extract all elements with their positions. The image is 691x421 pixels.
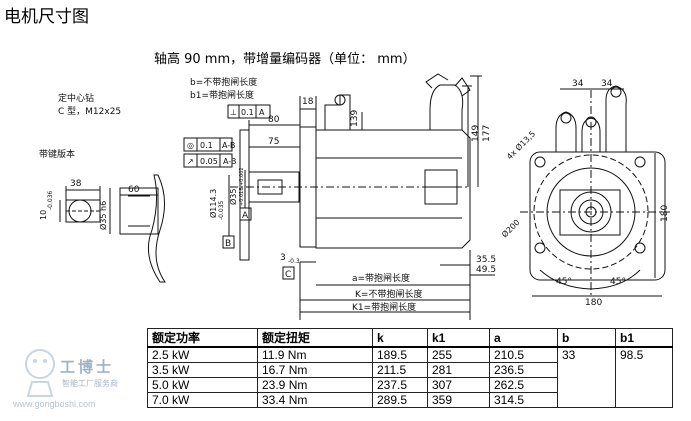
cell-b: 33 bbox=[557, 346, 616, 408]
table-row: 2.5 kW 11.9 Nm 189.5 255 210.5 33 98.5 bbox=[147, 346, 673, 408]
dim-18: 18 bbox=[302, 97, 314, 107]
dim-49-5: 49.5 bbox=[476, 265, 496, 275]
datum-c: C bbox=[285, 270, 291, 280]
dim-4x-hole: 4x Ø13,5 bbox=[504, 129, 537, 162]
watermark-url: www.gongboshi.com bbox=[13, 399, 96, 409]
motor-housing bbox=[315, 129, 471, 249]
cell-k: 237.5 bbox=[372, 377, 428, 393]
header-b: b bbox=[557, 328, 616, 348]
watermark-name: 工博士 bbox=[60, 358, 115, 376]
header-k: k bbox=[372, 328, 428, 348]
watermark-slogan: 智能工厂服务商 bbox=[62, 379, 118, 388]
cell-k: 189.5 bbox=[372, 346, 428, 363]
cell-k1: 281 bbox=[427, 362, 490, 378]
dim-114-tol: -0.035 bbox=[218, 200, 225, 220]
dim-180-horizontal: 180 bbox=[585, 298, 602, 308]
angle-45-left: 45° bbox=[556, 277, 572, 287]
motor-dimension-drawing: 定中心钻 C 型，M12x25 带键版本 b=不带抱闸长度 b1=带抱闸长度 a… bbox=[39, 73, 670, 320]
cell-power: 5.0 kW bbox=[147, 377, 258, 393]
cell-torque: 11.9 Nm bbox=[257, 346, 373, 363]
motor-spec-table: 额定功率 额定扭矩 k k1 a b b1 2.5 kW 11.9 Nm 189… bbox=[147, 328, 673, 408]
dim-180-vertical: 180 bbox=[660, 205, 670, 222]
dim-114: Ø114.3 bbox=[208, 189, 218, 218]
dim-139: 139 bbox=[350, 110, 360, 127]
cell-torque: 16.7 Nm bbox=[257, 362, 373, 378]
header-rated-power: 额定功率 bbox=[147, 328, 258, 348]
page-title: 电机尺寸图 bbox=[4, 7, 89, 27]
angle-45-right: 45° bbox=[610, 277, 626, 287]
flange-edge bbox=[147, 174, 166, 283]
dim-10-tol: -0.036 bbox=[47, 190, 54, 210]
a-brake-label: a=带抱闸长度 bbox=[352, 272, 410, 284]
datum-a: A bbox=[242, 211, 249, 221]
datum-b: B bbox=[225, 239, 231, 249]
table-row: 3.5 kW 16.7 Nm 211.5 281 236.5 bbox=[147, 362, 673, 378]
datum-c-box bbox=[282, 266, 295, 280]
dim-35h6: Ø35 h6 bbox=[98, 201, 108, 230]
dim-38: 38 bbox=[70, 179, 82, 189]
dim-75: 75 bbox=[268, 137, 279, 147]
b1-brake-label: b1=带抱闸长度 bbox=[190, 89, 254, 101]
header-a: a bbox=[489, 328, 558, 348]
table-row: 7.0 kW 33.4 Nm 289.5 359 314.5 bbox=[147, 392, 673, 408]
cell-torque: 23.9 Nm bbox=[257, 377, 373, 393]
header-k1: k1 bbox=[427, 328, 490, 348]
tol-datum-a-top: A bbox=[259, 108, 265, 117]
dim-80: 80 bbox=[268, 115, 280, 125]
table-header-row: 额定功率 额定扭矩 k k1 a b b1 bbox=[147, 328, 673, 348]
dim-34a: 34 bbox=[572, 79, 584, 89]
k-no-brake-label: K=不带抱闸长度 bbox=[355, 288, 422, 300]
dim-35-5: 35.5 bbox=[476, 255, 496, 265]
cell-a: 262.5 bbox=[489, 377, 558, 393]
key-shaft-section bbox=[65, 199, 101, 223]
cell-k1: 255 bbox=[427, 346, 490, 363]
dim-200: Ø200 bbox=[499, 217, 521, 239]
k1-brake-label: K1=带抱闸长度 bbox=[352, 301, 416, 313]
dim-60: 60 bbox=[128, 185, 140, 195]
dim-34b: 34 bbox=[601, 79, 613, 89]
tol-0-1-flange: 0.1 bbox=[200, 141, 213, 150]
cell-a: 210.5 bbox=[489, 346, 558, 363]
table-row: 5.0 kW 23.9 Nm 237.5 307 262.5 bbox=[147, 377, 673, 393]
cell-k: 211.5 bbox=[372, 362, 428, 378]
concentricity-icon: ◎ bbox=[187, 141, 194, 150]
cell-k1: 359 bbox=[427, 392, 490, 408]
cell-torque: 33.4 Nm bbox=[257, 392, 373, 408]
runout-icon: ↗ bbox=[187, 157, 194, 166]
b-no-brake-label: b=不带抱闸长度 bbox=[190, 76, 257, 88]
cell-k1: 307 bbox=[427, 377, 490, 393]
center-hole-label: 定中心钻 bbox=[58, 92, 94, 104]
cell-power: 2.5 kW bbox=[147, 346, 258, 363]
tol-datum-b: A-B bbox=[223, 157, 236, 166]
center-hole-type-label: C 型，M12x25 bbox=[58, 106, 121, 117]
cell-power: 7.0 kW bbox=[147, 392, 258, 408]
tol-0-05: 0.05 bbox=[200, 157, 218, 166]
key-type-label: 带键版本 bbox=[39, 148, 75, 160]
perpendicularity-icon: ⊥ bbox=[230, 108, 237, 117]
cell-k: 289.5 bbox=[372, 392, 428, 408]
cell-a: 236.5 bbox=[489, 362, 558, 378]
cell-b1: 98.5 bbox=[615, 346, 673, 408]
tol-0-1-top: 0.1 bbox=[241, 108, 254, 117]
watermark-logo-icon bbox=[25, 349, 55, 397]
header-rated-torque: 额定扭矩 bbox=[257, 328, 373, 348]
dim-35k-tol: +0.018 +0.002 bbox=[239, 167, 245, 206]
dim-177: 177 bbox=[482, 125, 492, 142]
dim-3-tol: -0.3 bbox=[288, 258, 300, 265]
header-b1: b1 bbox=[615, 328, 673, 348]
drawing-subtitle: 轴高 90 mm，带增量编码器（单位： mm） bbox=[154, 52, 416, 67]
dim-149: 149 bbox=[471, 125, 481, 142]
dim-10: 10 bbox=[39, 210, 48, 220]
dim-35k: Ø35 bbox=[228, 189, 238, 205]
tol-datum-ab: A-B bbox=[222, 141, 235, 150]
cell-power: 3.5 kW bbox=[147, 362, 258, 378]
front-flange-square bbox=[529, 151, 666, 281]
dim-3: 3 bbox=[280, 253, 286, 263]
cell-a: 314.5 bbox=[489, 392, 558, 408]
